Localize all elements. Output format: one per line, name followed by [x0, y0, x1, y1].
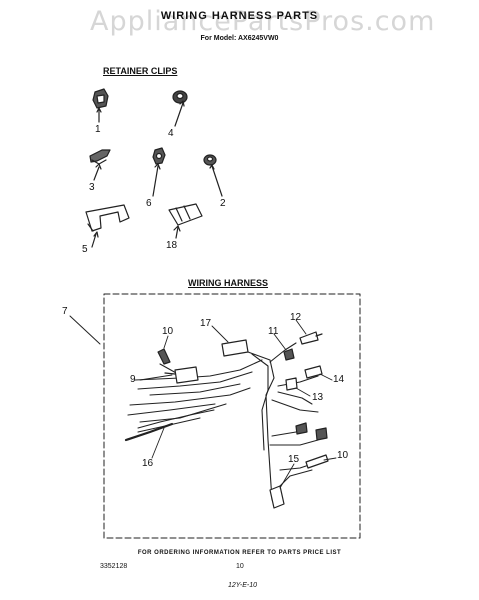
connector-right-mid: [295, 422, 328, 441]
callout-16: 16: [142, 458, 154, 469]
callout-5: 5: [82, 244, 88, 255]
callout-9: 9: [130, 374, 136, 385]
callout-12: 12: [290, 312, 302, 323]
connector-10b: [305, 454, 329, 469]
retainer-clip-3: [89, 149, 111, 181]
callout-17: 17: [200, 318, 212, 329]
page-title: WIRING HARNESS PARTS: [160, 10, 319, 22]
callout-6: 6: [146, 198, 152, 209]
connector-11: [283, 348, 295, 361]
callout-10-top: 10: [162, 326, 174, 337]
retainer-clip-2: [203, 154, 223, 197]
wire-bundle: [127, 342, 319, 501]
connector-10a: [157, 348, 171, 365]
connector-17: [221, 339, 249, 357]
callout-15: 15: [288, 454, 300, 465]
connector-13: [285, 377, 298, 391]
callout-leaders: [139, 319, 337, 489]
wire-16: [124, 422, 174, 442]
connector-12: [299, 331, 323, 345]
retainer-clip-4: [172, 90, 188, 127]
callout-11: 11: [268, 326, 279, 337]
callout-4: 4: [168, 128, 174, 139]
part-number: 3352128: [100, 563, 128, 570]
watermark-text: AppliancePartsPros.com: [90, 6, 436, 37]
connector-14: [304, 365, 323, 379]
retainer-clip-1: [92, 88, 109, 123]
callout-7: 7: [62, 306, 68, 317]
model-line: For Model: AX6245VW0: [200, 35, 279, 42]
callout-3: 3: [89, 182, 95, 193]
retainer-clip-18: [168, 203, 203, 239]
callout-10-bottom: 10: [337, 450, 349, 461]
harness-dashed-box: [103, 293, 361, 539]
section-heading-retainer-clips: RETAINER CLIPS: [103, 66, 178, 76]
retainer-clip-6: [152, 147, 166, 197]
callout-2: 2: [220, 198, 226, 209]
page-number: 10: [236, 563, 244, 570]
section-heading-wiring-harness: WIRING HARNESS: [188, 278, 269, 288]
callout-13: 13: [312, 392, 324, 403]
connector-9: [164, 366, 199, 384]
callout-1: 1: [95, 124, 101, 135]
callout-18: 18: [166, 240, 178, 251]
connector-15: [269, 485, 285, 509]
ordering-note: FOR ORDERING INFORMATION REFER TO PARTS …: [137, 550, 342, 556]
callout-14: 14: [333, 374, 345, 385]
retainer-clip-5: [85, 204, 130, 248]
date-stamp: 12Y-E-10: [228, 582, 258, 589]
